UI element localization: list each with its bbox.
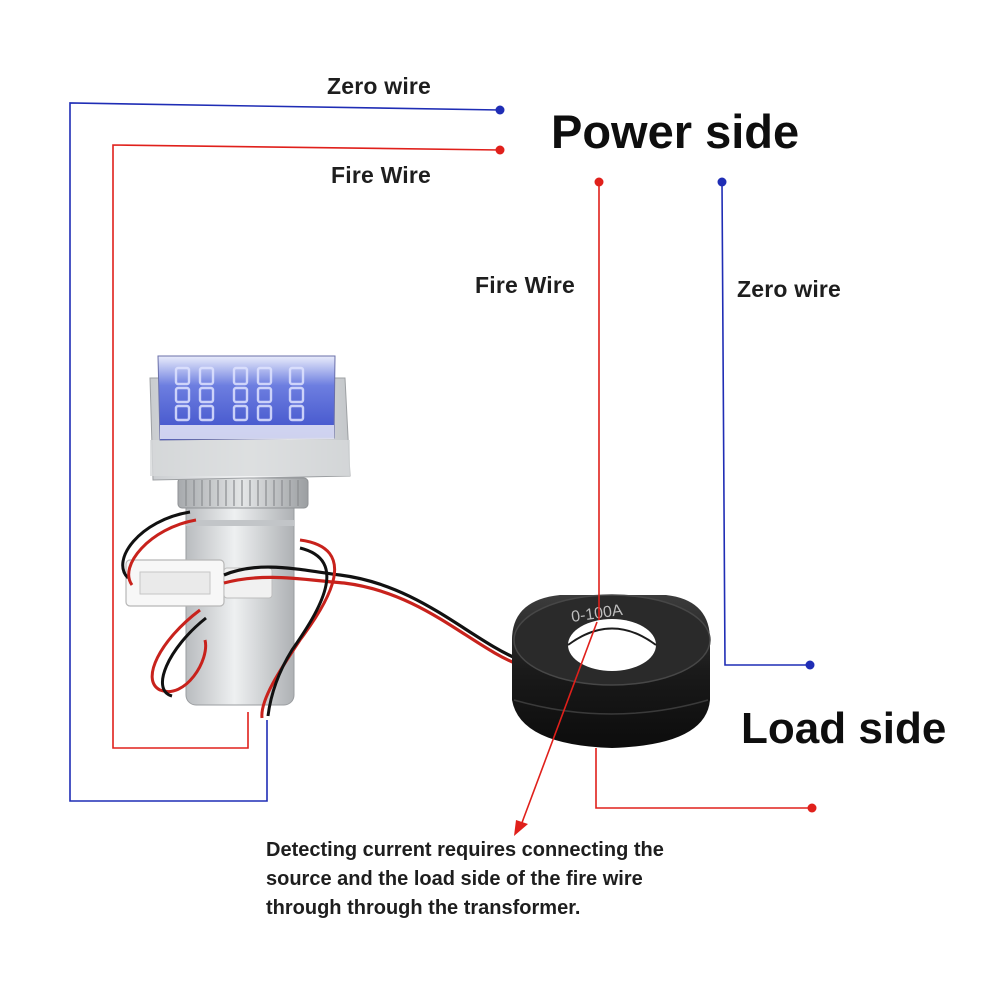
zero-wire-left-line bbox=[69, 102, 501, 802]
zero-wire-load-terminal bbox=[805, 660, 815, 670]
note-line-2: source and the load side of the fire wir… bbox=[266, 868, 643, 890]
digital-meter bbox=[121, 355, 523, 719]
fire-wire-mid-label: Fire Wire bbox=[475, 272, 576, 298]
zero-wire-power-terminal bbox=[717, 177, 727, 187]
fire-wire-left-label: Fire Wire bbox=[331, 162, 432, 188]
fire-wire-left-line bbox=[112, 144, 501, 749]
zero-wire-right-label: Zero wire bbox=[737, 276, 842, 302]
zero-wire-left-label: Zero wire bbox=[327, 73, 432, 99]
zero-wire-right-line bbox=[721, 181, 810, 666]
fire-wire-load-line bbox=[595, 748, 812, 809]
note-line-3: through through the transformer. bbox=[266, 897, 581, 919]
power-side-label: Power side bbox=[551, 105, 800, 158]
fire-wire-load-terminal bbox=[807, 803, 817, 813]
fire-wire-left-terminal bbox=[495, 145, 505, 155]
load-side-label: Load side bbox=[741, 704, 947, 753]
wire-connector bbox=[125, 559, 273, 607]
current-detection-note: Detecting current requires connecting th… bbox=[266, 836, 736, 923]
current-transformer: 0-100A bbox=[512, 594, 711, 748]
note-pointer-line bbox=[519, 621, 598, 829]
zero-wire-left-terminal bbox=[495, 105, 505, 115]
note-pointer-arrowhead bbox=[514, 820, 528, 836]
fire-wire-power-terminal bbox=[594, 177, 604, 187]
note-line-1: Detecting current requires connecting th… bbox=[266, 839, 664, 861]
